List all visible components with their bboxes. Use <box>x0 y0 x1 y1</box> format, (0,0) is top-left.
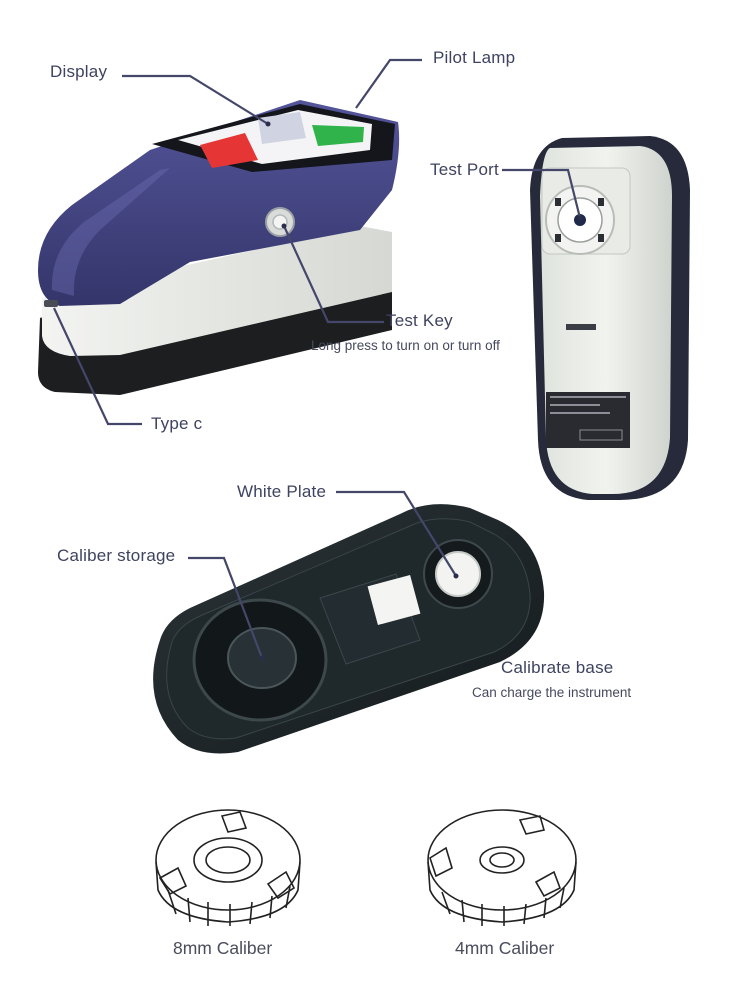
test-key-note: Long press to turn on or turn off <box>311 338 500 353</box>
caliber-storage-leader-dot <box>259 655 265 661</box>
caliber-4mm-drawing <box>427 809 577 926</box>
pilot-lamp-label: Pilot Lamp <box>433 48 516 67</box>
caliber-8mm-caption: 8mm Caliber <box>173 938 273 958</box>
test-port-label: Test Port <box>430 160 499 179</box>
leader-lines <box>53 58 582 659</box>
calibrate-base-note: Can charge the instrument <box>472 685 632 700</box>
white-plate-label: White Plate <box>237 482 327 501</box>
test-key-leader-dot <box>281 223 287 229</box>
caliber-8mm-drawing <box>155 809 301 926</box>
colorimeter-back-view <box>530 136 690 500</box>
white-plate-leader-dot <box>453 573 459 579</box>
caliber-4mm-caption: 4mm Caliber <box>455 938 555 958</box>
caliber-storage-label: Caliber storage <box>57 546 176 565</box>
display-leader-dot <box>265 121 271 127</box>
calibrate-base-label: Calibrate base <box>501 658 614 677</box>
display-label: Display <box>50 62 108 81</box>
test-key-label: Test Key <box>386 311 453 330</box>
type-c-label: Type c <box>151 414 203 433</box>
test-port-leader-dot <box>577 215 583 221</box>
calibrate-base-tray <box>153 504 545 754</box>
colorimeter-device <box>38 100 400 395</box>
